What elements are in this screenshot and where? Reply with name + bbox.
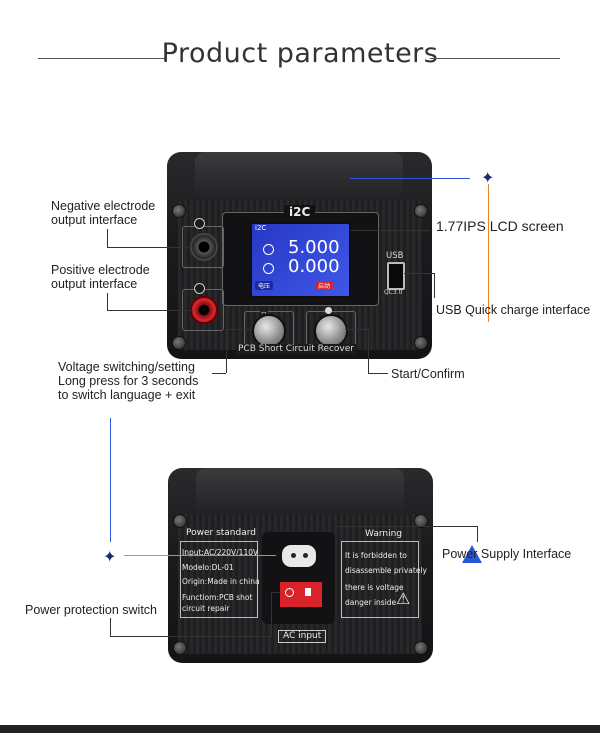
screw-icon <box>414 514 428 528</box>
title-rule-right <box>430 58 560 59</box>
line-protect-v2 <box>271 592 272 636</box>
pcb-label: PCB Short Circuit Recover <box>236 344 356 354</box>
screw-icon <box>173 514 187 528</box>
switch-off-icon <box>285 588 294 597</box>
lcd-left-button: 电压 <box>255 281 274 290</box>
line-start-v <box>368 329 369 373</box>
callout-lcd: 1.77IPS LCD screen <box>436 218 564 234</box>
lcd-voltage-value: 5.000 <box>288 237 340 258</box>
callout-positive-2: output interface <box>51 277 138 291</box>
screw-icon <box>414 336 428 350</box>
standard-line-5: circuit repair <box>182 604 230 613</box>
screw-icon <box>172 204 186 218</box>
warning-line-2: disassemble privately <box>345 566 427 575</box>
callout-start: Start/Confirm <box>391 367 465 381</box>
brand-logo: i2C <box>284 205 316 219</box>
line-usb-h <box>404 273 434 274</box>
usb-port[interactable] <box>387 262 405 290</box>
callout-power-supply: Power Supply Interface <box>442 547 572 561</box>
warning-triangle-icon: ⚠ <box>396 591 411 608</box>
line-voltage-h2 <box>226 329 252 330</box>
warning-line-3: there is voltage <box>345 583 404 592</box>
line-voltage-h <box>212 373 226 374</box>
lcd-right-button: 启动 <box>315 281 334 290</box>
line-orange-back <box>124 555 276 556</box>
line-negative-h <box>107 247 193 248</box>
line-start-h2 <box>345 329 368 330</box>
lcd-mini-logo: i2C <box>255 224 267 232</box>
start-icon <box>325 307 332 314</box>
standard-line-3: Origin:Made in china <box>182 577 260 586</box>
bottom-bar <box>0 725 600 733</box>
voltage-knob[interactable] <box>252 314 286 348</box>
start-knob[interactable] <box>314 314 348 348</box>
warning-line-4: danger inside <box>345 598 397 607</box>
line-lcd <box>350 230 430 231</box>
standard-line-2: Modelo:DL-01 <box>182 563 234 572</box>
screw-icon <box>414 204 428 218</box>
screw-icon <box>414 641 428 655</box>
standard-title: Power standard <box>186 528 256 538</box>
voltage-icon <box>263 244 274 255</box>
callout-voltage-2: Long press for 3 seconds <box>58 374 199 388</box>
sparkle-icon: ✦ <box>481 170 495 187</box>
callout-voltage-3: to switch language + exit <box>58 388 196 402</box>
line-protect-v1 <box>110 618 111 636</box>
warning-line-1: It is forbidden to <box>345 551 407 560</box>
line-positive-v <box>107 293 108 310</box>
minus-icon <box>194 218 205 229</box>
ac-pin-icon <box>303 553 308 558</box>
standard-line-4: Functiom:PCB shot <box>182 593 253 602</box>
switch-on-icon <box>305 588 311 596</box>
front-device-top <box>195 152 403 197</box>
line-blue-left <box>110 418 111 542</box>
negative-socket[interactable] <box>190 233 218 261</box>
line-blue-top <box>350 178 470 179</box>
sparkle-icon: ✦ <box>103 549 117 566</box>
callout-voltage-1: Voltage switching/setting <box>58 360 195 374</box>
warning-box <box>341 541 419 618</box>
screw-icon <box>173 641 187 655</box>
warning-title: Warning <box>365 529 403 539</box>
usb-label: USB <box>386 251 404 261</box>
arrows-icon: ↔ <box>260 307 268 316</box>
positive-socket[interactable] <box>190 296 218 324</box>
title-rule-left <box>38 58 166 59</box>
line-usb-v <box>434 273 435 298</box>
back-device-top <box>196 468 404 511</box>
line-start-h <box>368 373 388 374</box>
ac-input-socket[interactable] <box>282 545 316 567</box>
plus-icon <box>194 283 205 294</box>
line-psu-v <box>477 526 478 542</box>
usb-sub-label: QC3.0 <box>384 289 403 296</box>
ac-pin-icon <box>291 553 296 558</box>
screw-icon <box>172 336 186 350</box>
line-negative-v <box>107 229 108 247</box>
callout-negative-2: output interface <box>51 213 138 227</box>
current-icon <box>263 263 274 274</box>
callout-usb: USB Quick charge interface <box>436 303 591 317</box>
standard-line-1: Input:AC/220V/110V <box>182 548 259 557</box>
line-positive-h <box>107 310 193 311</box>
line-voltage-v <box>226 329 227 373</box>
line-psu-h <box>337 526 477 527</box>
callout-protection: Power protection switch <box>25 603 158 617</box>
callout-positive-1: Positive electrode <box>51 263 150 277</box>
lcd-current-value: 0.000 <box>288 256 340 277</box>
ac-input-label: AC input <box>278 630 327 643</box>
line-protect-h2 <box>271 592 280 593</box>
callout-negative-1: Negative electrode <box>51 199 156 213</box>
watermark-logo-icon <box>462 545 482 563</box>
line-orange-right <box>488 184 489 322</box>
page-title: Product parameters <box>161 38 439 69</box>
standard-box <box>180 541 258 618</box>
line-protect-h1 <box>110 636 271 637</box>
